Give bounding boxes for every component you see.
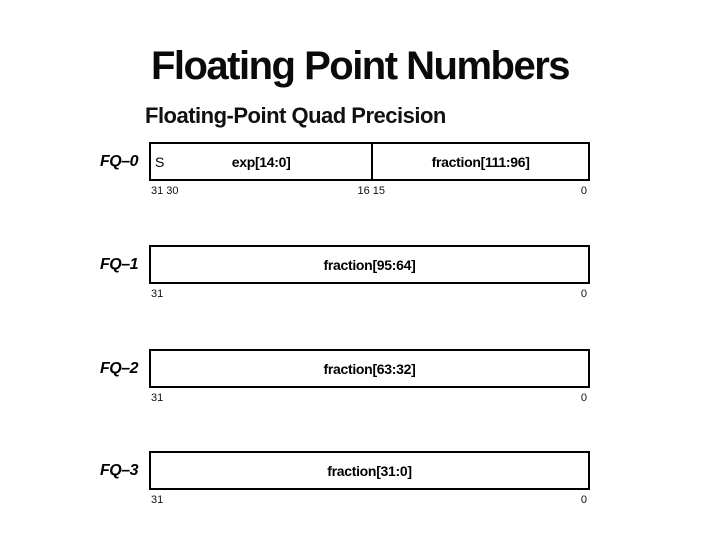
row-label: FQ–3 bbox=[99, 462, 139, 479]
bit-number: 31 bbox=[151, 392, 164, 404]
diagram-heading: Floating-Point Quad Precision bbox=[145, 103, 446, 128]
bit-number: 31 bbox=[151, 494, 164, 506]
bit-number: 0 bbox=[580, 392, 587, 404]
bit-number: 31 30 bbox=[151, 185, 179, 197]
bit-number: 0 bbox=[580, 185, 587, 197]
bit-ruler: 31 30 16 15 0 bbox=[149, 184, 590, 198]
row-label: FQ–1 bbox=[99, 256, 139, 273]
bit-number: 0 bbox=[580, 494, 587, 506]
field-label: fraction[111:96] bbox=[431, 153, 530, 170]
field-label: exp[14:0] bbox=[231, 153, 291, 170]
format-row-fq-1: FQ–1 fraction[95:64] 31 0 bbox=[0, 245, 720, 305]
field-label: fraction[95:64] bbox=[323, 256, 416, 273]
row-label: FQ–2 bbox=[99, 360, 139, 377]
word-box: fraction[31:0] bbox=[149, 451, 590, 490]
field-label: fraction[63:32] bbox=[323, 360, 416, 377]
field-compartment: fraction[111:96] bbox=[371, 144, 588, 179]
field-compartment: fraction[95:64] bbox=[151, 247, 588, 282]
bit-ruler: 31 0 bbox=[149, 493, 590, 507]
bit-ruler: 31 0 bbox=[149, 287, 590, 301]
bit-ruler: 31 0 bbox=[149, 391, 590, 405]
format-row-fq-2: FQ–2 fraction[63:32] 31 0 bbox=[0, 349, 720, 409]
word-box: fraction[95:64] bbox=[149, 245, 590, 284]
sign-bit-label: S bbox=[155, 153, 165, 170]
field-label: fraction[31:0] bbox=[327, 462, 412, 479]
format-row-fq-3: FQ–3 fraction[31:0] 31 0 bbox=[0, 451, 720, 511]
bit-number: 31 bbox=[151, 288, 164, 300]
slide-title: Floating Point Numbers bbox=[150, 44, 571, 88]
bit-number: 16 15 bbox=[357, 185, 386, 197]
field-compartment: fraction[31:0] bbox=[151, 453, 588, 488]
word-box: fraction[63:32] bbox=[149, 349, 590, 388]
bit-number: 0 bbox=[580, 288, 587, 300]
field-compartment: fraction[63:32] bbox=[151, 351, 588, 386]
row-label: FQ–0 bbox=[99, 153, 139, 170]
